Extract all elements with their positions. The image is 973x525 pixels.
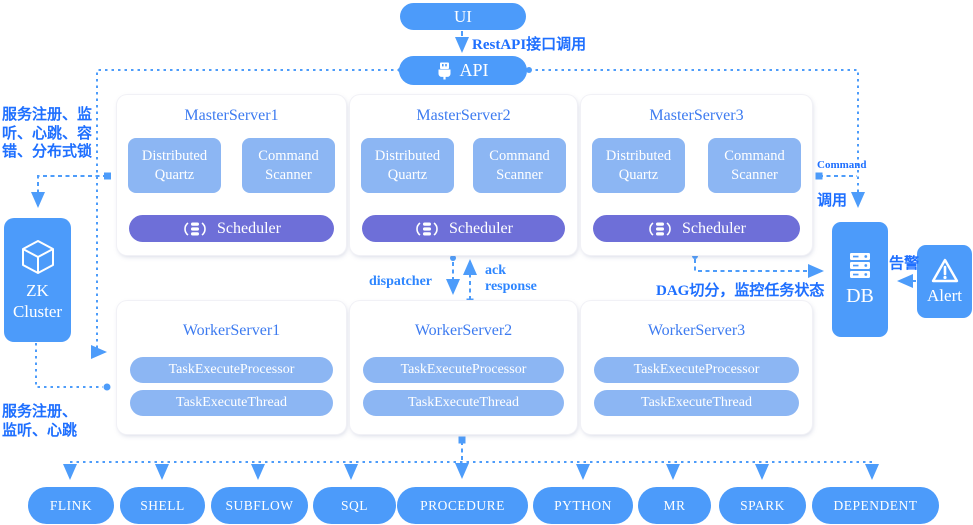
command-scanner-box: Command Scanner <box>473 138 566 193</box>
worker-server-2-title: WorkerServer2 <box>414 322 513 339</box>
ui-label: UI <box>454 6 472 26</box>
zk-register-worker-label: 服务注册、 监听、心跳 <box>2 404 78 439</box>
worker-server-1: WorkerServer1 TaskExecuteProcessor TaskE… <box>117 301 346 434</box>
ack-response-label: ack response <box>485 263 537 294</box>
dag-split-label: DAG切分，监控任务状态 <box>656 283 825 299</box>
distributed-quartz-box: Distributed Quartz <box>361 138 454 193</box>
scheduler-bar: Scheduler <box>593 215 800 242</box>
task-type-flink: FLINK <box>28 487 114 524</box>
worker-server-3-title: WorkerServer3 <box>647 322 746 339</box>
command-call-line1: Command <box>817 159 867 171</box>
zk-label-line1: ZK <box>26 281 49 300</box>
scheduler-sync-icon <box>416 221 438 236</box>
rest-api-call-label: RestAPI接口调用 <box>472 37 587 53</box>
alert-node: Alert <box>917 245 972 318</box>
worker-server-2: WorkerServer2 TaskExecuteProcessor TaskE… <box>350 301 577 434</box>
task-execute-processor-bar: TaskExecuteProcessor <box>363 357 564 383</box>
api-label: API <box>459 60 489 80</box>
task-type-shell: SHELL <box>120 487 205 524</box>
task-type-dependent: DEPENDENT <box>812 487 939 524</box>
distributed-quartz-box: Distributed Quartz <box>592 138 685 193</box>
api-node: API <box>399 56 527 85</box>
cube-icon <box>21 240 54 274</box>
command-call-label: Command 调用 <box>817 141 867 228</box>
master-server-3-title: MasterServer3 <box>649 107 744 124</box>
worker-server-1-title: WorkerServer1 <box>182 322 281 339</box>
master-server-2-title: MasterServer2 <box>416 107 511 124</box>
task-type-mr: MR <box>638 487 711 524</box>
task-type-procedure: PROCEDURE <box>397 487 528 524</box>
db-node: DB <box>832 222 888 337</box>
task-execute-processor-bar: TaskExecuteProcessor <box>130 357 333 383</box>
usb-plug-icon <box>438 62 451 79</box>
scheduler-label: Scheduler <box>682 219 746 237</box>
scheduler-bar: Scheduler <box>362 215 565 242</box>
task-type-python: PYTHON <box>533 487 633 524</box>
scheduler-label: Scheduler <box>217 219 281 237</box>
ui-node: UI <box>400 3 526 30</box>
task-type-spark: SPARK <box>719 487 806 524</box>
command-scanner-box: Command Scanner <box>708 138 801 193</box>
zk-register-master-label: 服务注册、监 听、心跳、容 错、分布式锁 <box>2 107 93 160</box>
master-server-1-title: MasterServer1 <box>184 107 279 124</box>
task-execute-processor-bar: TaskExecuteProcessor <box>594 357 799 383</box>
scheduler-label: Scheduler <box>449 219 513 237</box>
zk-cluster-node: ZK Cluster <box>4 218 71 342</box>
alarm-label: 告警 <box>889 256 920 272</box>
task-execute-thread-bar: TaskExecuteThread <box>594 390 799 416</box>
alert-label: Alert <box>927 286 962 305</box>
warning-triangle-icon <box>931 258 958 283</box>
db-label: DB <box>846 284 874 307</box>
master-server-3: MasterServer3 Distributed Quartz Command… <box>581 95 812 255</box>
command-scanner-box: Command Scanner <box>242 138 335 193</box>
master-server-1: MasterServer1 Distributed Quartz Command… <box>117 95 346 255</box>
task-execute-thread-bar: TaskExecuteThread <box>363 390 564 416</box>
task-type-subflow: SUBFLOW <box>211 487 308 524</box>
worker-server-3: WorkerServer3 TaskExecuteProcessor TaskE… <box>581 301 812 434</box>
command-call-line2: 调用 <box>817 193 848 209</box>
zk-label-line2: Cluster <box>12 302 63 321</box>
scheduler-sync-icon <box>184 221 206 236</box>
database-server-icon <box>850 252 870 278</box>
distributed-quartz-box: Distributed Quartz <box>128 138 221 193</box>
task-execute-thread-bar: TaskExecuteThread <box>130 390 333 416</box>
master-server-2: MasterServer2 Distributed Quartz Command… <box>350 95 577 255</box>
scheduler-bar: Scheduler <box>129 215 334 242</box>
task-type-sql: SQL <box>313 487 396 524</box>
scheduler-sync-icon <box>649 221 671 236</box>
dispatcher-label: dispatcher <box>369 274 432 289</box>
